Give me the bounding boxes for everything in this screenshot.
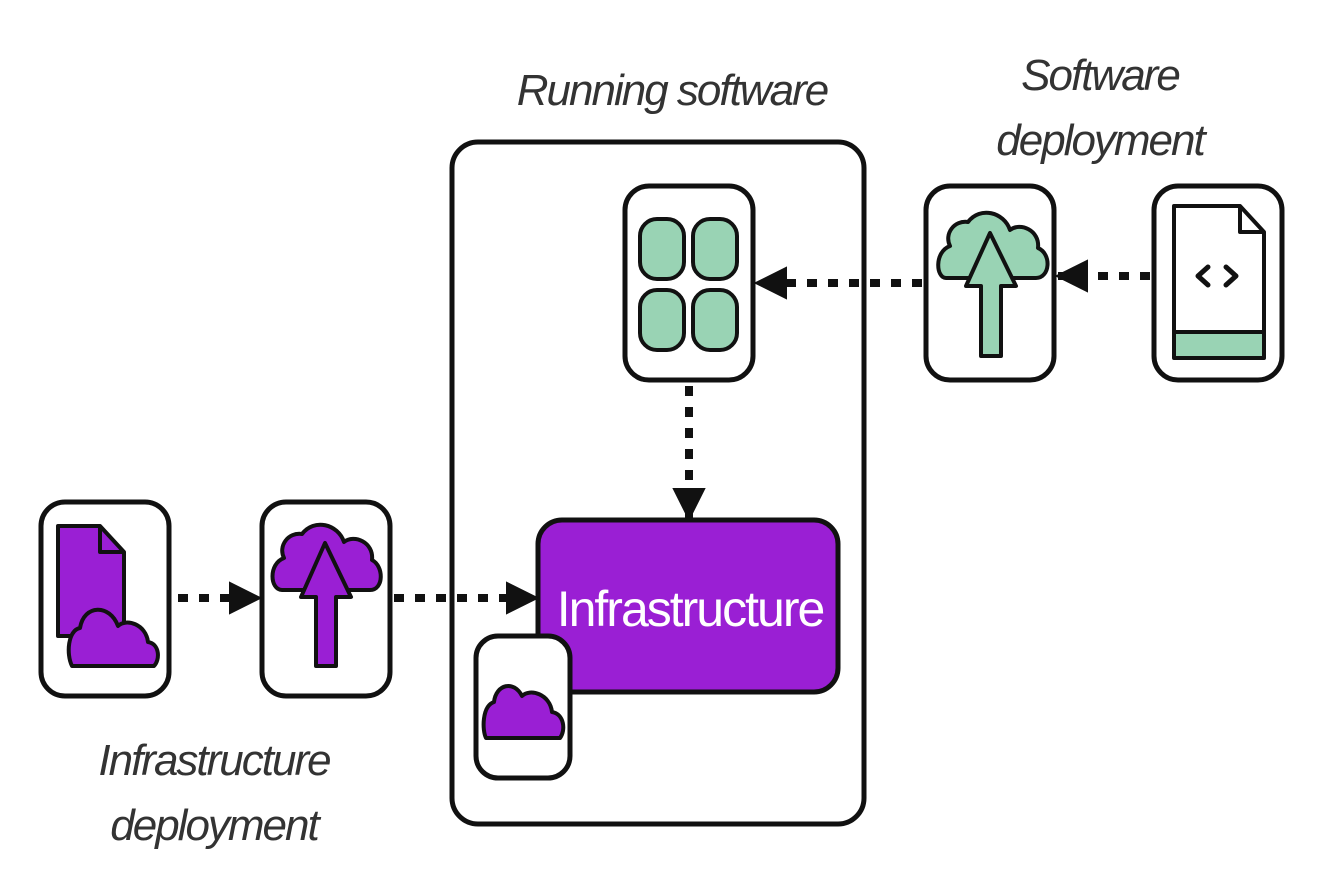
running-app-tile <box>622 183 756 383</box>
running-software-label: Running software <box>517 66 828 115</box>
infra-code-tile <box>38 499 172 699</box>
infrastructure-deployment-label-line1: Infrastructure <box>98 736 330 785</box>
infrastructure-deployment-label-line2: deployment <box>110 801 321 850</box>
infrastructure-label: Infrastructure <box>557 581 824 637</box>
infra-cloud-tile <box>473 633 573 781</box>
infra-deploy-tile <box>259 499 393 699</box>
source-code-tile <box>1151 183 1285 383</box>
cloud-icon <box>481 684 566 740</box>
code-file-icon <box>1172 204 1266 360</box>
infrastructure-block: Infrastructure <box>535 517 841 695</box>
cloud-upload-icon <box>936 210 1050 358</box>
infra-code-file-icon <box>56 524 160 668</box>
software-deployment-label-line2: deployment <box>996 116 1207 165</box>
software-deployment-label-line1: Software <box>1021 51 1179 100</box>
app-grid-icon <box>638 217 739 352</box>
software-deploy-tile <box>923 183 1057 383</box>
cloud-upload-icon-infra <box>270 522 383 668</box>
